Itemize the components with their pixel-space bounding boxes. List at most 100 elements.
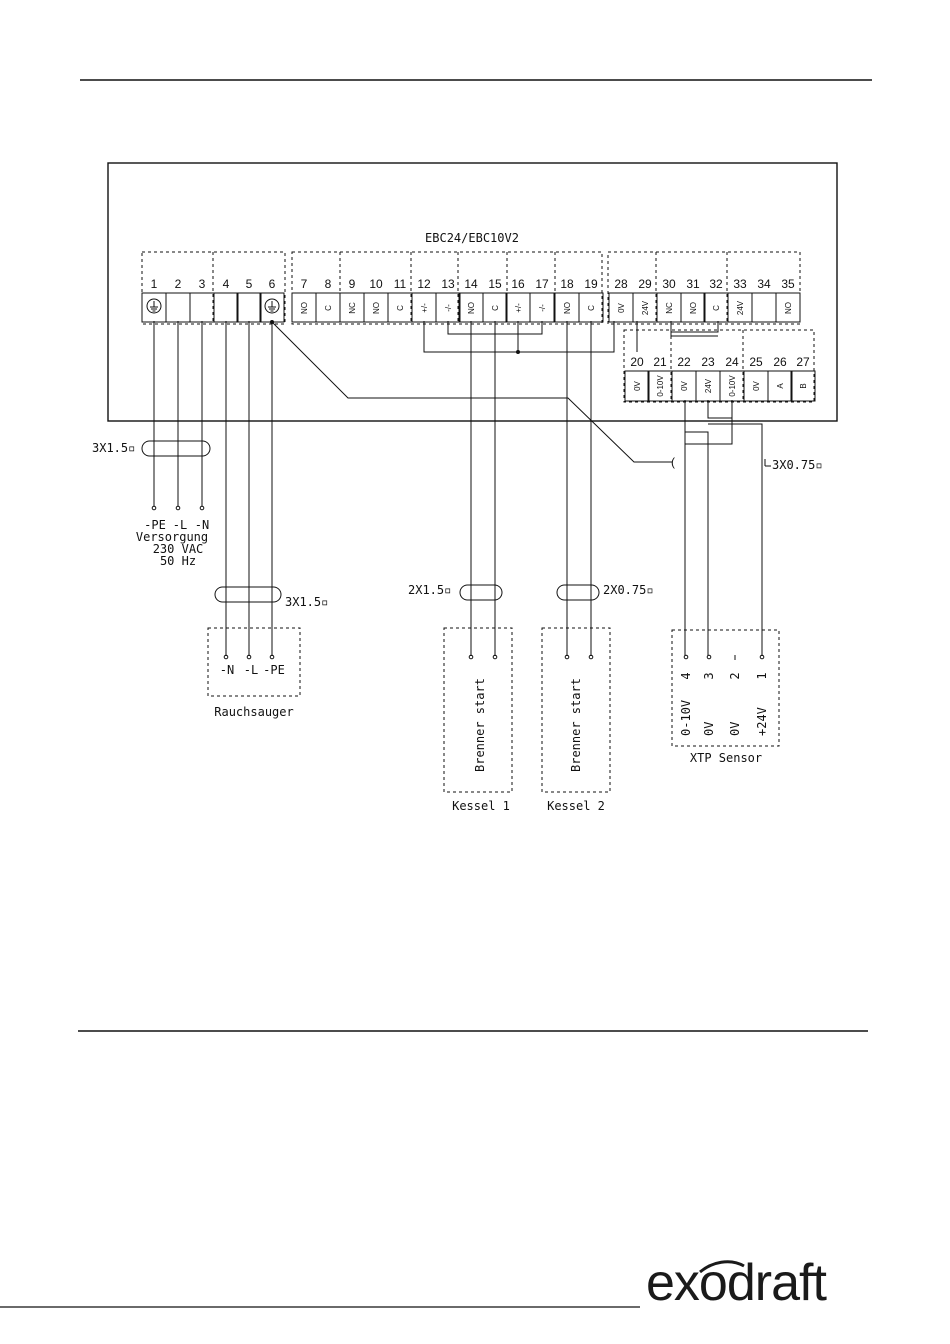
terminal-signal-30: NC	[665, 302, 674, 314]
terminal-signal-8: C	[324, 305, 333, 311]
terminal-number-3: 3	[199, 277, 206, 291]
fan-l-label: -L	[244, 663, 258, 677]
terminal-number-26: 26	[773, 355, 787, 369]
cable-label-fan: 3X1.5▫	[285, 595, 328, 609]
terminal-signal-32: C	[712, 305, 721, 311]
terminal-signal-19: C	[587, 305, 596, 311]
terminal-number-15: 15	[488, 277, 502, 291]
brand-logo: exodraft	[646, 1254, 828, 1312]
terminal-signal-21: 0-10V	[656, 375, 665, 397]
terminal-number-23: 23	[701, 355, 715, 369]
terminal-number-25: 25	[749, 355, 763, 369]
terminal-signal-29: 24V	[641, 300, 650, 315]
boiler1-wires	[468, 321, 498, 660]
boiler1-signal-label: Brenner start	[473, 678, 487, 772]
sensor-pin-2: 2	[728, 672, 742, 679]
terminal-3	[189, 292, 215, 323]
terminal-signal-35: NO	[784, 302, 793, 314]
terminal-number-1: 1	[151, 277, 158, 291]
relay-bridge-wires	[423, 321, 719, 354]
supply-wires	[151, 321, 205, 511]
fan-n-label: -N	[220, 663, 234, 677]
terminal-signal-16: +/-	[514, 303, 523, 313]
cable-sleeve-boiler1	[459, 584, 503, 601]
terminal-signal-15: C	[491, 305, 500, 311]
sensor-device-box	[671, 629, 780, 747]
terminal-signal-18: NO	[563, 302, 572, 314]
earth-icon	[264, 298, 280, 314]
boiler1-device-box	[443, 627, 513, 793]
terminal-number-2: 2	[175, 277, 182, 291]
terminal-number-32: 32	[709, 277, 723, 291]
terminal-35	[775, 292, 801, 323]
terminal-signal-23: 24V	[704, 378, 713, 393]
terminal-number-11: 11	[394, 277, 407, 291]
cable-sleeve-boiler2	[556, 584, 600, 601]
sensor-signal-3: 0V	[702, 722, 716, 736]
terminal-signal-33: 24V	[736, 300, 745, 315]
terminal-number-31: 31	[686, 277, 700, 291]
terminal-signal-31: NO	[689, 302, 698, 314]
terminal-number-24: 24	[725, 355, 739, 369]
terminal-group-lower	[623, 329, 815, 403]
terminal-signal-28: 0V	[617, 302, 626, 312]
fan-device-box	[207, 627, 301, 697]
supply-pe-label: -PE	[144, 518, 166, 532]
sensor-title: XTP Sensor	[690, 751, 762, 765]
terminal-number-16: 16	[511, 277, 525, 291]
terminal-number-34: 34	[757, 277, 771, 291]
terminal-number-9: 9	[349, 277, 356, 291]
controller-enclosure	[107, 162, 838, 422]
terminal-number-27: 27	[796, 355, 810, 369]
terminal-signal-14: NO	[467, 302, 476, 314]
terminal-signal-9: NC	[348, 302, 357, 314]
sensor-pin-3: 3	[702, 672, 716, 679]
terminal-number-22: 22	[677, 355, 691, 369]
supply-frequency: 50 Hz	[160, 554, 196, 568]
terminal-signal-25: 0V	[752, 380, 761, 390]
supply-voltage: 230 VAC	[153, 542, 204, 556]
sensor-signal-4: 0-10V	[679, 700, 693, 736]
terminal-signal-12: +/-	[420, 303, 429, 313]
terminal-group-relays	[291, 251, 603, 325]
fan-wires	[223, 321, 275, 660]
sensor-pin-labels: 4 0-10V 3 0V 2 0V 1 +24V	[679, 672, 769, 736]
cable-label-boiler2: 2X0.75▫	[603, 583, 654, 597]
terminal-number-8: 8	[325, 277, 332, 291]
terminal-signal-10: NO	[372, 302, 381, 314]
terminal-signal-27: B	[799, 383, 808, 388]
terminal-number-21: 21	[653, 355, 667, 369]
terminal-number-17: 17	[535, 277, 549, 291]
terminal-number-29: 29	[638, 277, 652, 291]
terminal-number-19: 19	[584, 277, 598, 291]
sensor-wires	[683, 400, 765, 660]
cable-sleeve-supply	[141, 440, 211, 457]
terminal-number-33: 33	[733, 277, 747, 291]
terminal-signal-13: -/-	[444, 304, 453, 312]
terminal-number-7: 7	[301, 277, 308, 291]
terminal-number-13: 13	[441, 277, 455, 291]
fan-pe-label: -PE	[263, 663, 285, 677]
terminal-signal-22: 0V	[680, 380, 689, 390]
terminal-signal-26: A	[776, 383, 785, 389]
cable-label-supply: 3X1.5▫	[92, 441, 135, 455]
terminal-group-signal	[607, 251, 801, 325]
terminal-number-10: 10	[369, 277, 383, 291]
terminal-number-6: 6	[269, 277, 276, 291]
sensor-signal-2: 0V	[728, 722, 742, 736]
cable-label-sensor: 3X0.75▫	[772, 458, 823, 472]
sensor-pin-1: 1	[755, 672, 769, 679]
terminal-2	[165, 292, 191, 323]
fan-title: Rauchsauger	[214, 705, 293, 719]
terminal-27	[790, 370, 816, 402]
terminal-number-30: 30	[662, 277, 676, 291]
sensor-signal-1: +24V	[755, 707, 769, 736]
brand-swoosh-icon	[699, 1260, 745, 1274]
terminal-signal-24: 0-10V	[728, 375, 737, 397]
supply-n-label: -N	[195, 518, 209, 532]
terminal-4	[213, 292, 239, 323]
sensor-pin-4: 4	[679, 672, 693, 679]
